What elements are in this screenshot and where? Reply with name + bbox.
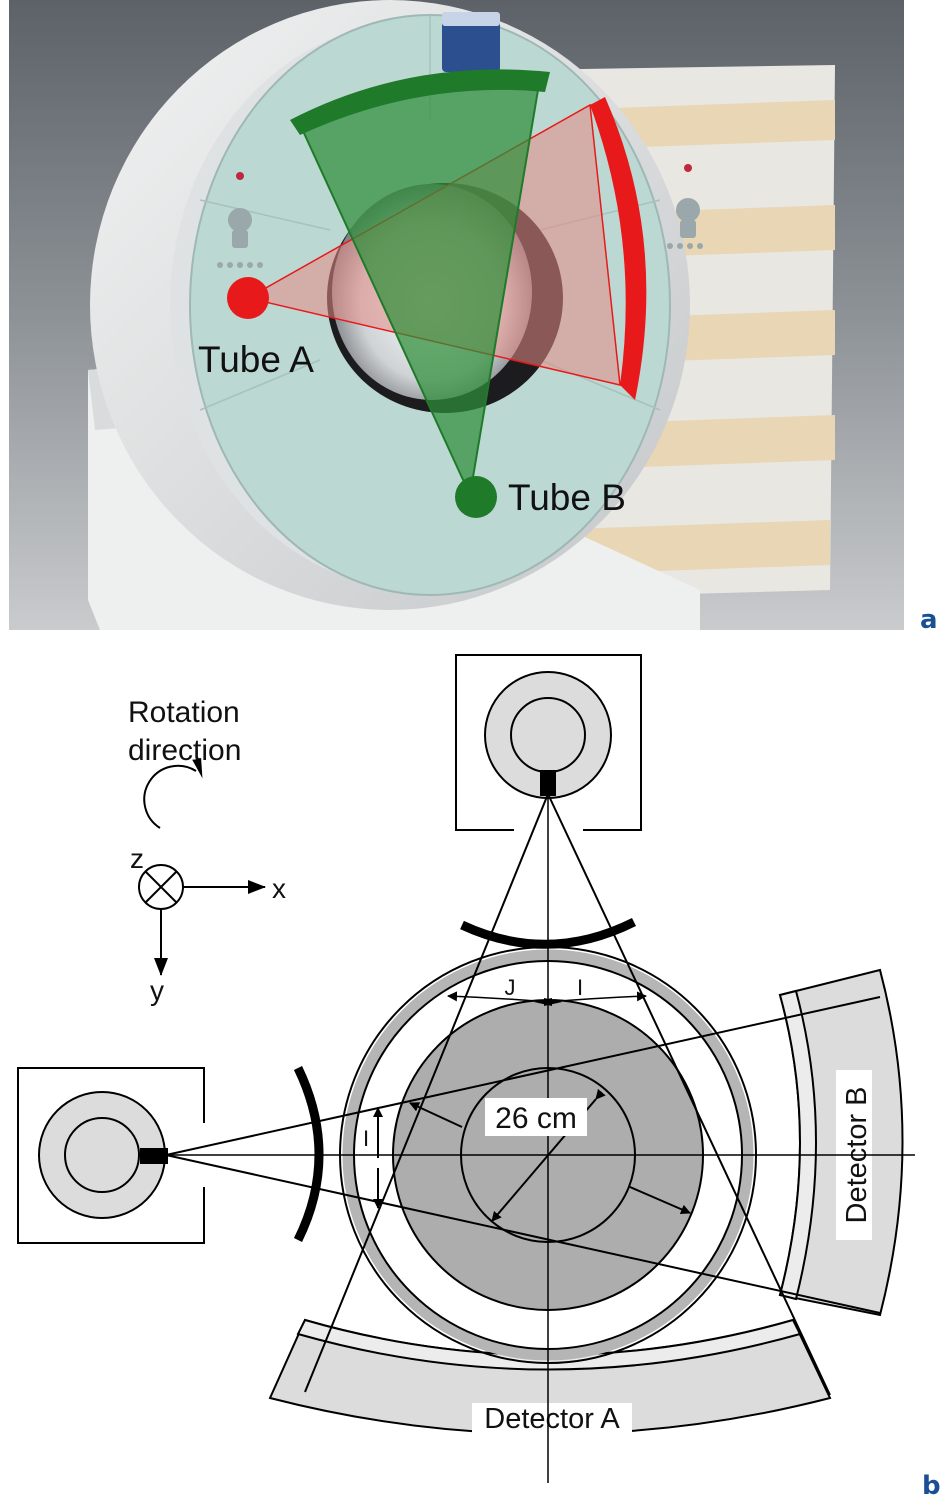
rotation-arrow-icon — [143, 764, 197, 829]
detector-a — [268, 1318, 832, 1435]
tube-b-label: Tube B — [508, 477, 626, 518]
tube-b-filter — [460, 917, 637, 949]
gantry-top-marker — [442, 12, 500, 72]
axis-z-label: z — [130, 843, 144, 874]
axis-x-label: x — [272, 873, 286, 904]
detector-b-arc-render — [290, 69, 550, 135]
tube-a-fan-lines — [165, 996, 881, 1314]
rotation-label-line1: Rotation — [128, 696, 240, 729]
fov-radius-arrow-left — [409, 1102, 463, 1128]
detector-a-label-box — [472, 1403, 632, 1437]
axis-y-label: y — [150, 975, 164, 1006]
label-i-top: I — [577, 975, 583, 1000]
gantry-control-left — [217, 172, 263, 268]
tube-b-housing — [455, 654, 642, 831]
detector-a-arc-render — [590, 97, 647, 400]
rotation-label-line2: direction — [128, 734, 241, 767]
panel-letter-a: a — [920, 605, 938, 635]
fov-radius-arrow-right — [629, 1186, 691, 1215]
tube-a-housing — [17, 1067, 205, 1244]
panel-b-schematic: Detector A Detector B 26 c — [0, 640, 948, 1503]
schematic-svg: Detector A Detector B 26 c — [17, 654, 941, 1501]
panel-letter-b: b — [922, 1471, 941, 1501]
label-j: J — [505, 975, 516, 1000]
diameter-label-box — [485, 1098, 587, 1136]
gantry-control-right — [667, 164, 703, 249]
panel-a-gantry-render: Tube A Tube B a — [0, 0, 948, 640]
coordinate-axes-icon — [138, 864, 266, 976]
diameter-label: 26 cm — [495, 1102, 577, 1135]
tube-b-fan-lines — [304, 793, 831, 1396]
angle-i-arrow — [547, 991, 647, 1003]
tube-a-filter — [293, 1066, 324, 1242]
label-i-left: I — [363, 1126, 369, 1151]
tube-a-marker — [227, 277, 269, 319]
detector-a-label: Detector A — [484, 1403, 620, 1435]
gantry-render-svg: Tube A Tube B a — [9, 0, 938, 635]
tube-b-marker — [455, 476, 497, 518]
tube-a-label: Tube A — [198, 339, 314, 380]
